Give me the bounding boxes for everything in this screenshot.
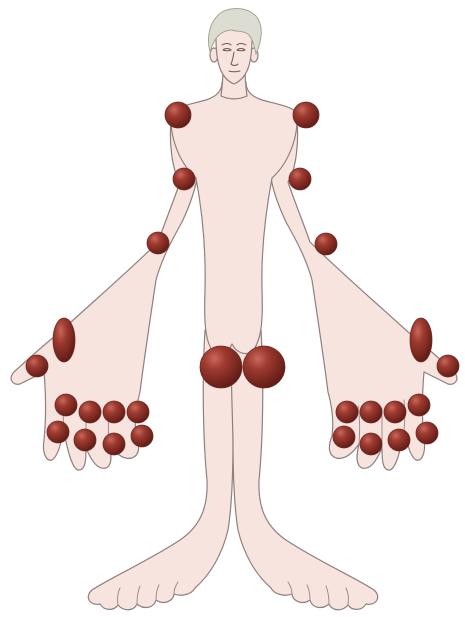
shoulder-left-joint — [165, 102, 191, 128]
finger-mcp-right-4-joint — [408, 394, 430, 416]
finger-pip-right-4-joint — [416, 422, 438, 444]
thumb-right-joint — [437, 355, 459, 377]
body-outline — [11, 70, 457, 610]
torso — [171, 82, 297, 354]
finger-mcp-left-2-joint — [79, 401, 101, 423]
palm-right-joint — [410, 318, 432, 362]
wrist-right-joint — [315, 233, 337, 255]
thumb-left-joint — [26, 355, 48, 377]
finger-pip-left-3-joint — [103, 433, 125, 455]
finger-mcp-right-3-joint — [384, 401, 406, 423]
elbow-right-joint — [289, 168, 311, 190]
shoulder-right-joint — [293, 102, 319, 128]
knee-right-joint — [243, 346, 285, 388]
finger-pip-right-1-joint — [333, 426, 355, 448]
finger-pip-right-2-joint — [360, 433, 382, 455]
finger-mcp-left-4-joint — [127, 401, 149, 423]
elbow-left-joint — [173, 168, 195, 190]
finger-pip-right-3-joint — [388, 429, 410, 451]
finger-pip-left-1-joint — [47, 421, 69, 443]
finger-pip-left-2-joint — [74, 429, 96, 451]
finger-mcp-left-1-joint — [55, 394, 77, 416]
knee-left-joint — [200, 346, 242, 388]
head — [209, 9, 262, 84]
palm-left-joint — [53, 318, 75, 362]
finger-mcp-right-2-joint — [360, 401, 382, 423]
finger-mcp-left-3-joint — [103, 401, 125, 423]
finger-mcp-right-1-joint — [336, 401, 358, 423]
wrist-left-joint — [147, 232, 169, 254]
finger-pip-left-4-joint — [131, 425, 153, 447]
